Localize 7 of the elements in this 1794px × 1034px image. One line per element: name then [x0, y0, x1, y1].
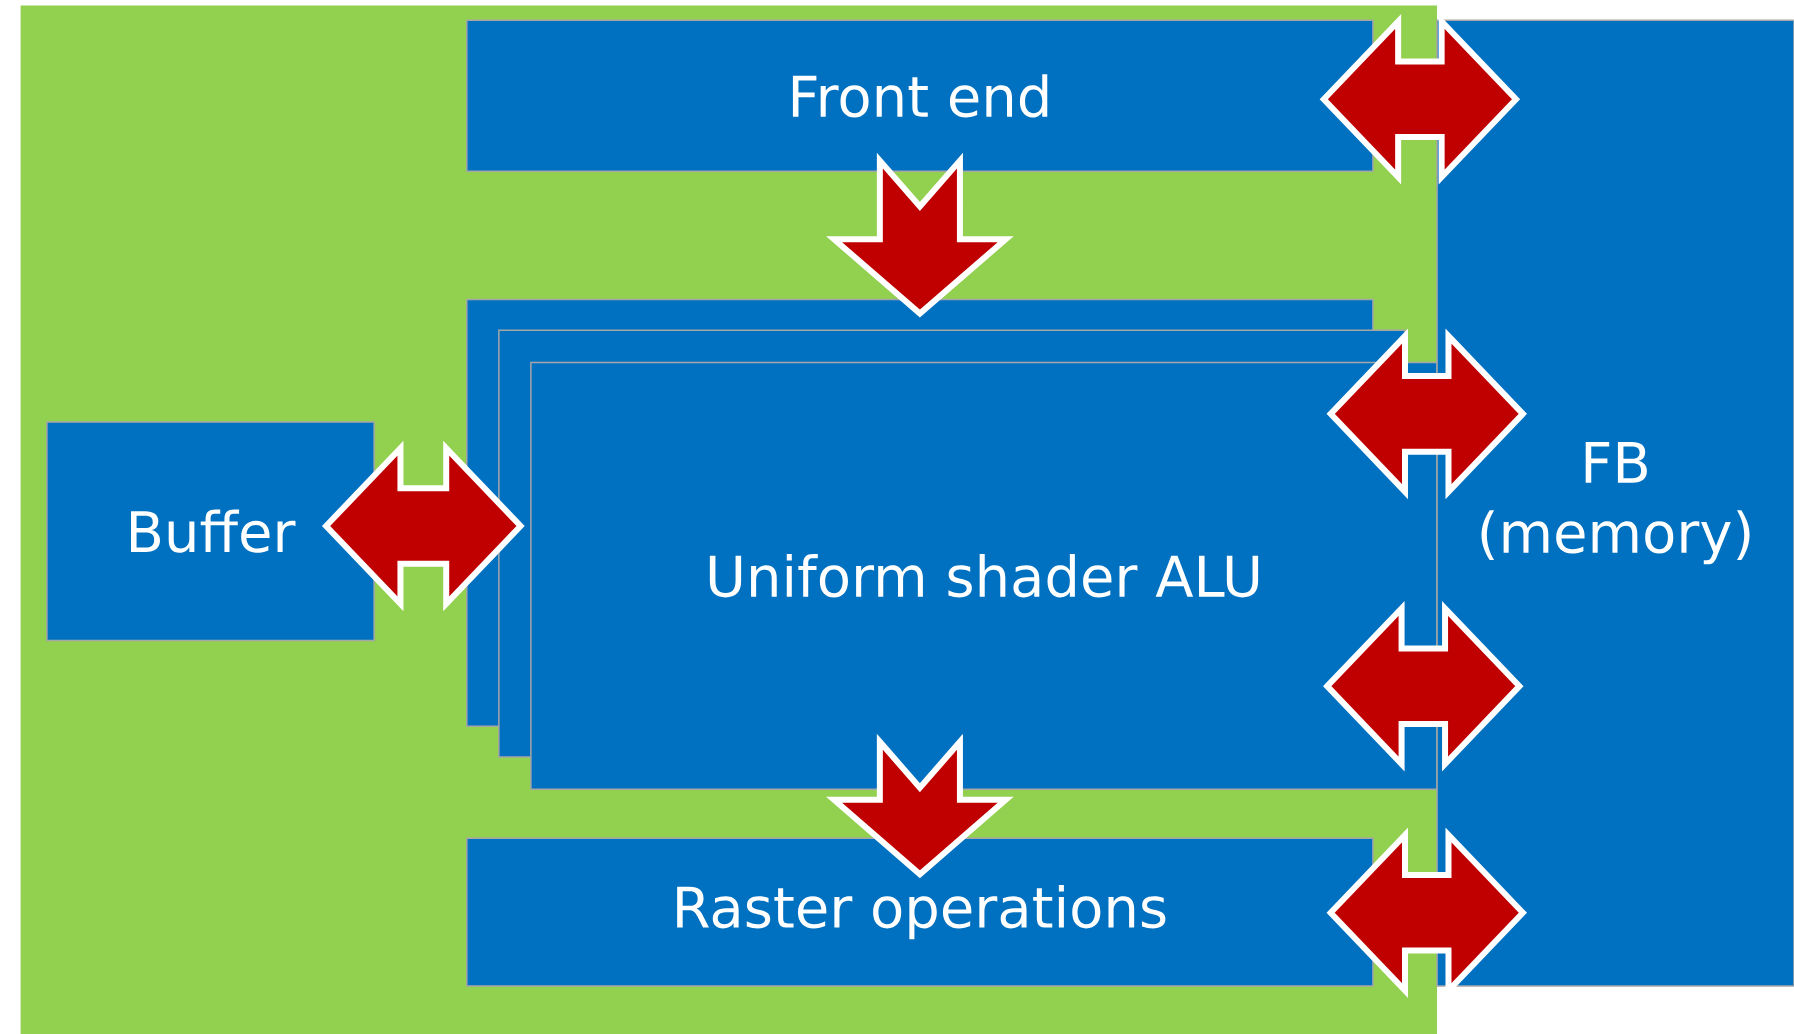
process-box: Uniform shader ALU	[530, 361, 1438, 790]
block-arrow	[826, 733, 1014, 879]
process-box: Raster operations	[466, 837, 1374, 987]
memory-box: FB (memory)	[1436, 19, 1794, 987]
process-box: Front end	[466, 19, 1374, 173]
process-box: Buffer	[46, 421, 375, 642]
block-arrow	[826, 152, 1014, 318]
